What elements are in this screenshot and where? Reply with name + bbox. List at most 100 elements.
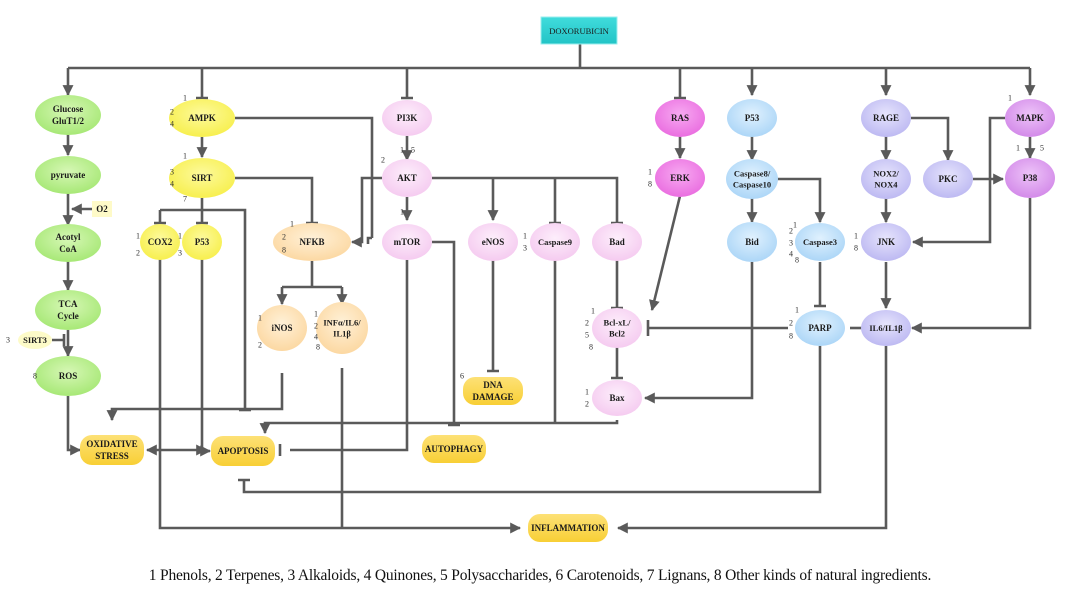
- ingredient-class-number: 2: [258, 341, 262, 350]
- node-shape: [727, 222, 777, 262]
- node-label: AUTOPHAGY: [425, 444, 484, 454]
- node-label: O2: [96, 204, 108, 214]
- node-shape: [382, 159, 432, 197]
- edge-cox2-inflammation: [158, 259, 522, 534]
- ingredient-class-number: 8: [795, 256, 799, 265]
- node-pkc[interactable]: PKC: [923, 160, 973, 198]
- edge-akt-caspase9: [549, 178, 561, 225]
- node-shape: [140, 224, 180, 260]
- node-inflammation[interactable]: INFLAMMATION: [528, 514, 608, 542]
- ingredient-class-number: 8: [789, 332, 793, 341]
- node-shape: [422, 435, 486, 463]
- ingredient-class-number: 2: [789, 227, 793, 236]
- node-label: DAMAGE: [473, 392, 514, 402]
- ingredient-class-number: 7: [183, 195, 187, 204]
- ingredient-class-number: 3: [178, 249, 182, 258]
- edge-mtor-autophagy: [432, 240, 460, 427]
- node-shape: [795, 310, 845, 346]
- ingredient-class-number: 1: [523, 232, 527, 241]
- node-enos[interactable]: eNOS: [468, 223, 518, 261]
- node-label: Caspase10: [733, 180, 771, 190]
- node-ras[interactable]: RAS: [655, 99, 705, 137]
- node-o2[interactable]: O2: [92, 201, 112, 217]
- ingredient-class-number: 8: [282, 246, 286, 255]
- node-bid[interactable]: Bid: [727, 222, 777, 262]
- node-shape: [726, 159, 778, 199]
- edge-parp-bcl: [646, 320, 788, 336]
- node-label: PARP: [808, 323, 832, 333]
- node-label: P38: [1023, 173, 1038, 183]
- ingredient-class-number: 2: [314, 322, 318, 331]
- node-shape: [861, 99, 911, 137]
- edges-layer: [52, 44, 1036, 534]
- node-shape: [727, 99, 777, 137]
- node-label: AMPK: [188, 113, 216, 123]
- edge-p38-il6: [910, 198, 1032, 334]
- node-pi3k[interactable]: PI3K: [382, 100, 432, 136]
- node-rage[interactable]: RAGE: [861, 99, 911, 137]
- node-shape: [35, 356, 101, 396]
- node-label: eNOS: [482, 237, 505, 247]
- node-label: Bcl-xL/: [604, 317, 632, 327]
- node-shape: [35, 224, 101, 262]
- node-label: OXIDATIVE: [86, 439, 137, 449]
- node-apoptosis[interactable]: APOPTOSIS: [211, 436, 275, 466]
- node-label: Bad: [609, 237, 625, 247]
- node-il6[interactable]: IL6/IL1β: [861, 310, 911, 346]
- node-shape: [18, 331, 52, 349]
- node-label: ROS: [59, 371, 78, 381]
- node-pyruvate[interactable]: pyruvate: [35, 156, 101, 194]
- ingredient-class-number: 1: [314, 310, 318, 319]
- node-label: NOX4: [874, 180, 898, 190]
- node-label: GluT1/2: [52, 116, 85, 126]
- node-label: SIRT: [192, 173, 213, 183]
- node-bad[interactable]: Bad: [592, 223, 642, 261]
- node-caspase8[interactable]: Caspase8/Caspase10: [726, 159, 778, 199]
- node-ros[interactable]: ROS 8: [33, 356, 101, 396]
- node-shape: [35, 156, 101, 194]
- node-shape: [1005, 99, 1055, 137]
- edge-inos-oxstress: [106, 373, 284, 422]
- ingredient-class-number: 3: [6, 336, 10, 345]
- node-doxorubicin[interactable]: DOXORUBICIN: [540, 16, 618, 45]
- edge-sirt-p53l: [196, 210, 208, 225]
- node-shape: [92, 201, 112, 217]
- ingredient-class-number: 8: [33, 372, 37, 381]
- node-shape: [592, 223, 642, 261]
- node-label: P53: [195, 237, 210, 247]
- node-label: Acotyl: [56, 232, 81, 242]
- node-autophagy[interactable]: AUTOPHAGY: [422, 435, 486, 463]
- node-p53-right[interactable]: P53: [727, 99, 777, 137]
- ingredient-class-number: 1: [648, 168, 652, 177]
- node-label: COX2: [148, 237, 173, 247]
- node-label: pyruvate: [51, 170, 86, 180]
- edge-ampk-mtor: [235, 116, 374, 244]
- node-nox[interactable]: NOX2/NOX4: [861, 159, 911, 199]
- edge-enos-dna: [487, 260, 499, 373]
- ingredient-class-number: 4: [170, 120, 174, 129]
